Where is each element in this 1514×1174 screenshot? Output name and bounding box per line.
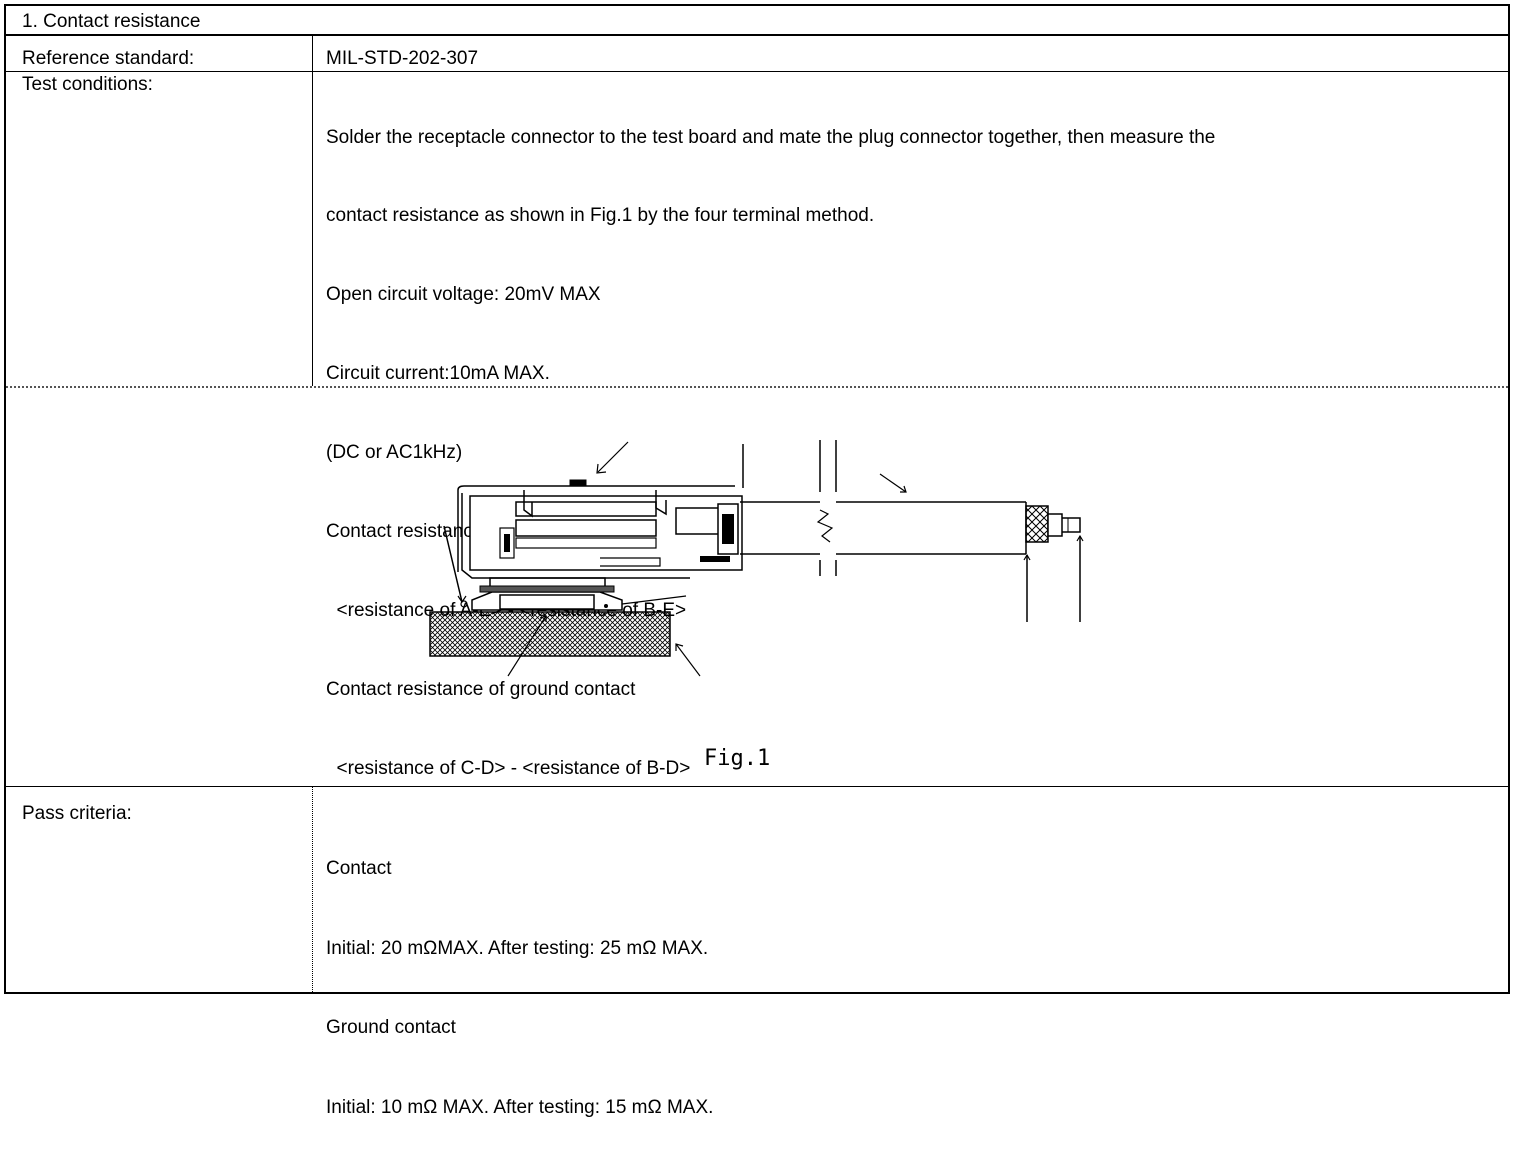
conditions-line: Solder the receptacle connector to the t… xyxy=(326,126,1216,148)
column-divider xyxy=(312,36,313,386)
test-board xyxy=(429,611,671,657)
leader-line xyxy=(621,595,687,605)
conditions-line: <resistance of C-D> - <resistance of B-D… xyxy=(326,757,691,779)
leader-arrow xyxy=(597,441,629,473)
pass-text: Contact Initial: 20 mΩMAX. After testing… xyxy=(326,803,713,1174)
test-fixture-diagram xyxy=(429,440,1084,677)
column-divider xyxy=(312,786,313,992)
row-divider xyxy=(6,786,1508,787)
probe-line xyxy=(443,525,463,603)
leader-arrow xyxy=(879,473,907,493)
leader-arrow xyxy=(675,643,701,677)
cable-shield xyxy=(1025,505,1049,543)
pass-label: Pass criteria: xyxy=(22,803,132,824)
pass-line: Initial: 20 mΩMAX. After testing: 25 mΩ … xyxy=(326,937,709,959)
conditions-line: (DC or AC1kHz) xyxy=(326,442,463,464)
pass-line: Ground contact xyxy=(326,1017,456,1038)
reference-value: MIL-STD-202-307 xyxy=(326,48,479,69)
pass-line: Contact xyxy=(326,858,392,879)
plug-connector xyxy=(461,493,690,579)
conditions-line: contact resistance as shown in Fig.1 by … xyxy=(326,205,875,227)
conditions-line: Circuit current:10mA MAX. xyxy=(326,363,550,385)
pass-line: Initial: 10 mΩ MAX. After testing: 15 mΩ… xyxy=(326,1096,714,1118)
conditions-text: Solder the receptacle connector to the t… xyxy=(326,72,1215,835)
conditions-line: Contact resistance of ground contact xyxy=(326,678,636,700)
row-divider xyxy=(6,386,1508,388)
section-title-row: 1. Contact resistance xyxy=(6,6,1508,36)
conditions-label: Test conditions: xyxy=(22,74,153,95)
reference-label: Reference standard: xyxy=(22,48,195,69)
conditions-line: Open circuit voltage: 20mV MAX xyxy=(326,284,601,306)
leader-arrow xyxy=(507,615,547,677)
section-title: 1. Contact resistance xyxy=(22,11,201,32)
figure-caption: Fig.1 xyxy=(704,746,771,771)
row-divider xyxy=(6,71,1508,72)
